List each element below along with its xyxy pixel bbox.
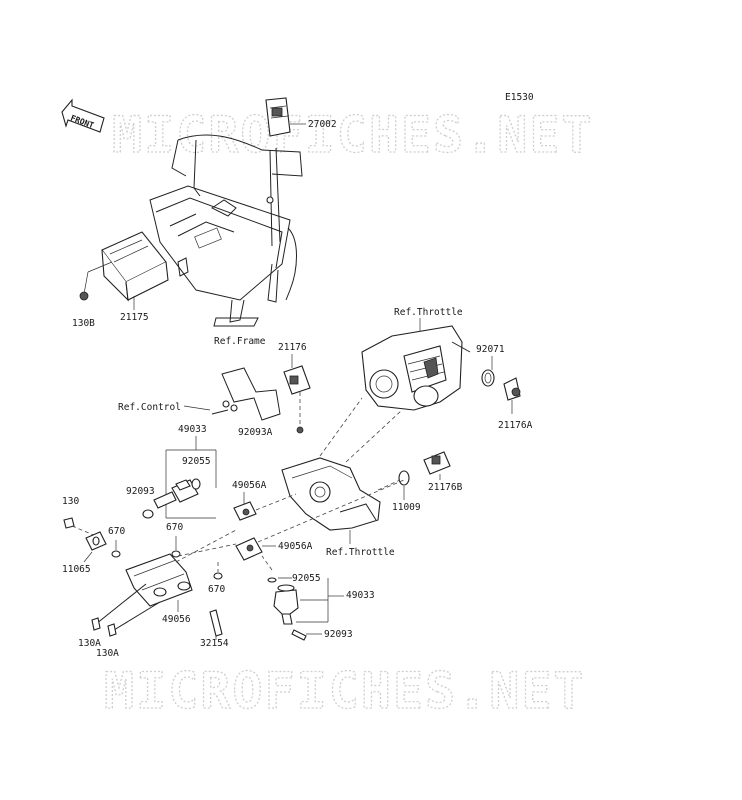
oring-92071 [481, 369, 495, 387]
sensor-49056A-a [233, 501, 257, 521]
watermark-top: MICROFICHES.NET [112, 106, 594, 164]
label-ref-frame: Ref.Frame [214, 336, 266, 347]
washer-670-b [171, 550, 181, 558]
label-130A-a: 130A [78, 638, 101, 649]
injector-49033-top [153, 479, 199, 509]
label-92093-bottom: 92093 [324, 629, 353, 640]
pipe-32154 [209, 609, 223, 637]
sensor-21176B [423, 451, 451, 475]
fuel-rail-49056 [125, 553, 193, 607]
sensor-21176 [283, 365, 311, 395]
label-670-c: 670 [208, 584, 225, 595]
label-49056: 49056 [162, 614, 191, 625]
label-92071: 92071 [476, 344, 505, 355]
washer-670-c [213, 572, 223, 580]
label-130A-b: 130A [96, 648, 119, 659]
label-130: 130 [62, 496, 79, 507]
watermark-bottom: MICROFICHES.NET [104, 662, 586, 720]
label-21176B: 21176B [428, 482, 463, 493]
relay-27002 [265, 97, 291, 137]
label-49056A-b: 49056A [278, 541, 313, 552]
sensor-21176A [503, 377, 521, 401]
label-32154: 32154 [200, 638, 229, 649]
front-arrow-icon: FRONT [61, 98, 105, 133]
bolt-130 [63, 517, 75, 529]
label-92093A: 92093A [238, 427, 273, 438]
label-ref-throttle-top: Ref.Throttle [394, 307, 463, 318]
label-11009: 11009 [392, 502, 421, 513]
ecu-21175 [101, 231, 169, 302]
label-92055-bottom: 92055 [292, 573, 321, 584]
label-670-a: 670 [108, 526, 125, 537]
bolt-130A-a [91, 583, 147, 631]
bolt-130A-b [107, 601, 161, 637]
oring-92055-bottom [267, 577, 277, 583]
label-670-b: 670 [166, 522, 183, 533]
label-21176: 21176 [278, 342, 307, 353]
washer-670-a [111, 550, 121, 558]
grommet-11065 [85, 531, 107, 551]
label-92093-top: 92093 [126, 486, 155, 497]
intake-manifold [281, 457, 381, 531]
diagram-code: E1530 [505, 92, 534, 103]
label-130B: 130B [72, 318, 95, 329]
label-ref-control: Ref.Control [118, 402, 181, 413]
label-49033-top: 49033 [178, 424, 207, 435]
sensor-49056A-b [235, 537, 263, 561]
label-49056A-a: 49056A [232, 480, 267, 491]
label-49033-bottom: 49033 [346, 590, 375, 601]
bolt-130B [79, 291, 89, 301]
injector-49033-bottom [273, 584, 299, 625]
label-21175: 21175 [120, 312, 149, 323]
label-11065: 11065 [62, 564, 91, 575]
seal-92093-bottom [291, 629, 307, 641]
frame-bracket [149, 134, 303, 327]
oring-11009 [398, 470, 410, 486]
label-ref-throttle-bottom: Ref.Throttle [326, 547, 395, 558]
control-bracket [211, 367, 281, 421]
label-92055-top: 92055 [182, 456, 211, 467]
label-21176A: 21176A [498, 420, 533, 431]
seal-92093-top [142, 509, 154, 519]
label-27002: 27002 [308, 119, 337, 130]
oring-92055-top [191, 478, 201, 490]
throttle-body [361, 325, 471, 411]
